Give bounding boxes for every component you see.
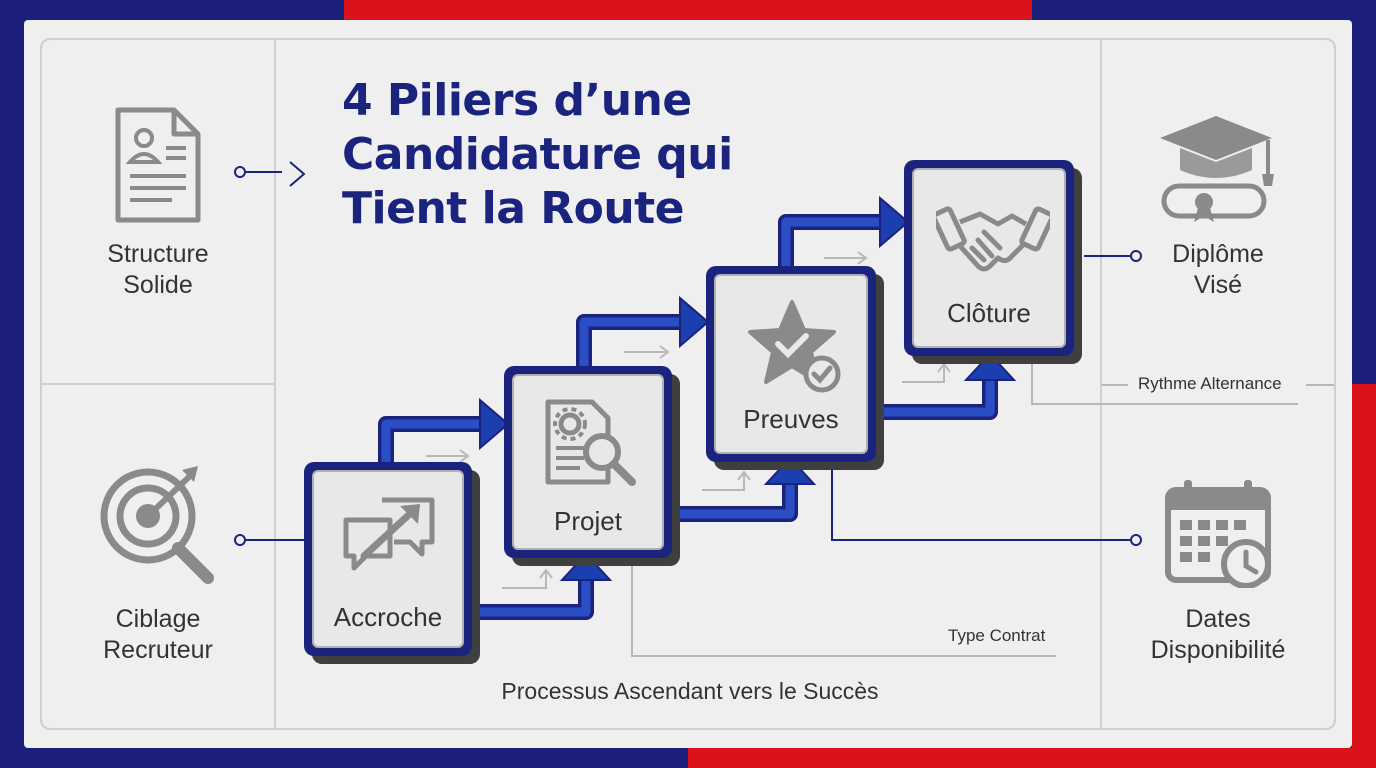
- resume-document-icon: [115, 107, 201, 223]
- title-line-2: Candidature qui: [342, 129, 733, 180]
- step-card-projet: Projet: [504, 366, 672, 558]
- graduation-cap-diploma-icon: [1160, 116, 1274, 222]
- target-magnifier-icon: [100, 466, 214, 584]
- step-card-cloture: Clôture: [904, 160, 1074, 356]
- chat-bubbles-arrow-icon: [343, 497, 435, 571]
- step-label-cloture: Clôture: [947, 298, 1031, 328]
- annotation-lines: [631, 360, 1334, 657]
- ciblage-connector: [234, 534, 306, 546]
- type-contrat-label: Type Contrat: [948, 626, 1046, 645]
- dates-disponibilite-label: Dates Disponibilité: [1150, 605, 1286, 664]
- left-column-divider: [274, 38, 276, 730]
- title-line-1: 4 Piliers d’une: [342, 75, 692, 126]
- structure-connector: [234, 161, 306, 187]
- ciblage-recruteur-label: Ciblage Recruteur: [103, 605, 213, 664]
- step-card-accroche: Accroche: [304, 462, 472, 656]
- faint-arrows: [426, 251, 951, 589]
- blue-arrowheads-upper: [479, 195, 910, 451]
- blue-arrowheads-lower: [559, 352, 1017, 581]
- document-gear-search-icon: [545, 399, 636, 486]
- red-band-top: [344, 0, 1032, 20]
- diplome-vise-label: Diplôme Visé: [1172, 240, 1264, 299]
- step-card-preuves: Preuves: [706, 266, 876, 462]
- step-label-preuves: Preuves: [743, 404, 839, 434]
- calendar-clock-icon: [1165, 480, 1271, 588]
- diplome-connector: [1084, 250, 1142, 262]
- rythme-alternance-label: Rythme Alternance: [1138, 374, 1282, 393]
- step-label-projet: Projet: [554, 506, 622, 536]
- red-band-bottom: [688, 748, 1352, 768]
- structure-solide-label: Structure Solide: [107, 240, 209, 299]
- page-title: 4 Piliers d’une Candidature qui Tient la…: [342, 74, 802, 236]
- handshake-icon: [936, 206, 1050, 272]
- process-caption: Processus Ascendant vers le Succès: [501, 678, 879, 704]
- right-column-divider: [1100, 38, 1102, 730]
- step-label-accroche: Accroche: [333, 602, 443, 632]
- blue-step-arrows-lower-inner: [472, 378, 995, 617]
- red-band-right: [1352, 384, 1376, 768]
- dates-connector: [831, 462, 1142, 546]
- star-check-icon: [748, 300, 841, 393]
- blue-step-arrows-upper-inner: [381, 217, 882, 462]
- left-row-divider: [40, 383, 274, 385]
- title-line-3: Tient la Route: [342, 183, 685, 234]
